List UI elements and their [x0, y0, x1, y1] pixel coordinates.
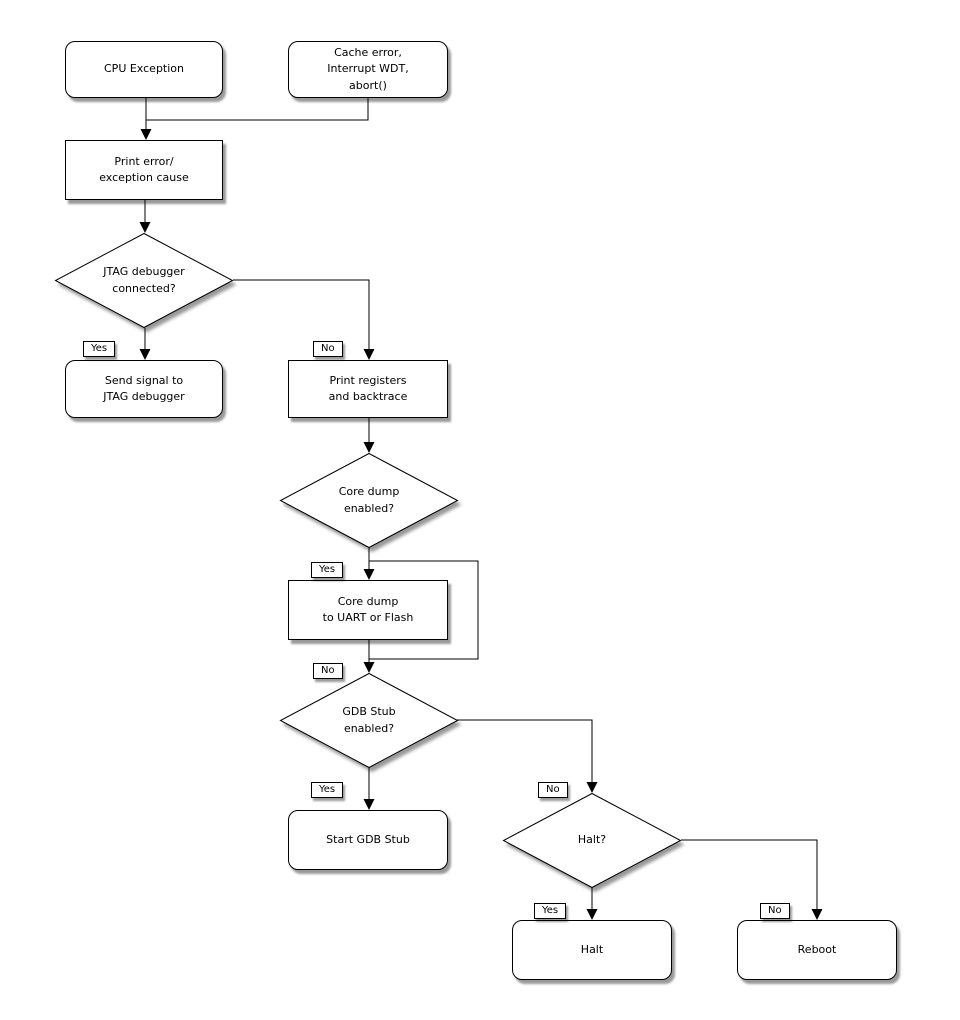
arrow-into-coredump-box — [363, 569, 375, 580]
decision-gdb-stub-label: GDB Stub enabled? — [342, 705, 396, 735]
decision-jtag-connected: JTAG debugger connected? — [54, 232, 234, 329]
decision-halt: Halt? — [502, 792, 682, 889]
node-reboot-label: Reboot — [797, 942, 837, 956]
node-core-dump-label: Core dump to UART or Flash — [322, 594, 414, 625]
decision-halt-label: Halt? — [577, 833, 607, 847]
branch-label-jtag-no: No — [313, 341, 343, 357]
node-cpu-exception: CPU Exception — [65, 41, 223, 98]
diamond-shape — [502, 792, 682, 889]
arrow-into-halt-box — [586, 909, 598, 920]
node-core-dump: Core dump to UART or Flash — [288, 580, 448, 640]
edge-gdb-no — [457, 719, 593, 792]
node-print-error-label: Print error/ exception cause — [99, 154, 189, 185]
arrow-into-reboot — [811, 909, 823, 920]
arrow-into-print-error — [140, 129, 152, 140]
branch-label-gdb-yes: Yes — [311, 782, 344, 798]
arrow-into-send-signal — [139, 349, 151, 360]
node-print-registers-label: Print registers and backtrace — [328, 373, 408, 404]
node-cpu-exception-label: CPU Exception — [104, 62, 184, 76]
node-print-error: Print error/ exception cause — [65, 140, 223, 200]
node-reboot: Reboot — [737, 920, 897, 980]
arrow-into-print-registers — [363, 349, 375, 360]
arrow-into-coredump-diamond — [363, 442, 375, 453]
decision-jtag-label: JTAG debugger connected? — [103, 265, 185, 295]
arrow-into-gdb-diamond — [363, 662, 375, 673]
diamond-shape — [54, 232, 234, 329]
node-halt: Halt — [512, 920, 672, 980]
decision-gdb-stub-enabled: GDB Stub enabled? — [279, 672, 459, 769]
branch-label-halt-no: No — [760, 903, 790, 919]
decision-core-dump-enabled: Core dump enabled? — [279, 452, 459, 549]
arrow-into-halt-diamond — [586, 782, 598, 793]
branch-label-coredump-no: No — [313, 663, 343, 679]
diamond-shape — [279, 672, 459, 769]
node-cache-error: Cache error, Interrupt WDT, abort() — [288, 41, 448, 98]
node-cache-error-label: Cache error, Interrupt WDT, abort() — [327, 45, 409, 92]
arrow-into-jtag-diamond — [139, 222, 151, 233]
branch-label-jtag-yes: Yes — [83, 341, 116, 357]
arrow-into-start-gdb — [363, 799, 375, 810]
node-start-gdb-stub: Start GDB Stub — [288, 810, 448, 870]
node-halt-label: Halt — [580, 942, 604, 956]
edge-cache-error-merge — [146, 98, 369, 121]
node-start-gdb-stub-label: Start GDB Stub — [326, 832, 410, 846]
edge-halt-no — [681, 839, 818, 919]
node-send-signal: Send signal to JTAG debugger — [65, 360, 223, 418]
edge-jtag-no — [233, 279, 370, 359]
decision-core-dump-label: Core dump enabled? — [338, 485, 400, 515]
edge-coredump-no-bypass — [369, 560, 479, 660]
node-print-registers: Print registers and backtrace — [288, 360, 448, 418]
node-send-signal-label: Send signal to JTAG debugger — [103, 373, 185, 404]
branch-label-gdb-no: No — [538, 782, 568, 798]
branch-label-halt-yes: Yes — [534, 903, 567, 919]
branch-label-coredump-yes: Yes — [311, 562, 344, 578]
diamond-shape — [279, 452, 459, 549]
